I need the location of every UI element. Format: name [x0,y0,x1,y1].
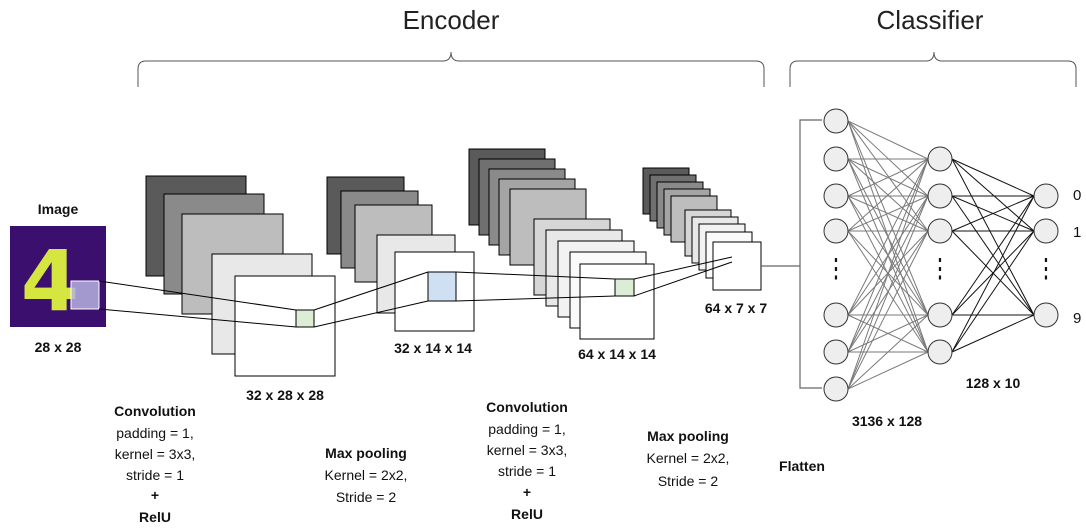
pool2-line-1: Kernel = 2x2, [647,450,730,466]
fc-edge-hidden [847,158,929,232]
fc-node-layer-3 [1033,302,1059,328]
fc-node-layer-1 [823,146,849,172]
fc-nodes [823,108,1059,402]
fc-layer-label-1: 3136 x 128 [852,413,922,429]
fc-edge-output [951,195,1035,316]
receptive-field-lines [98,256,733,328]
pool1-description: Max pooling Kernel = 2x2, Stride = 2 [325,445,408,505]
feature-stack-2 [326,176,475,332]
fc-edge-hidden [847,314,929,353]
classifier-title: Classifier [877,5,984,35]
feature-stack-3 [468,148,655,340]
conv1-line-1: padding = 1, [116,425,193,441]
fc-edge-output [951,230,1035,353]
fc-edge-hidden [847,314,929,390]
fc-edge-hidden [847,158,929,390]
conv2-description: Convolution padding = 1, kernel = 3x3, s… [486,399,568,522]
input-image: 4 [10,226,106,330]
ellipsis-layer-2: ⋮ [932,254,948,283]
fc-edge-hidden [847,158,929,316]
fc-edge-hidden [847,195,929,390]
conv2-plus: + [523,484,531,500]
fc-edge-hidden [847,120,929,232]
fc-edge-hidden [847,120,929,160]
fc-edge-hidden [847,230,929,390]
image-size-label: 28 x 28 [35,339,82,355]
feature-map-label-3: 64 x 14 x 14 [578,346,656,362]
conv1-line-2: kernel = 3x3, [115,446,196,462]
fc-edge-hidden [847,351,929,390]
feature-stack-4 [642,167,762,291]
pool1-output-cell [427,271,457,302]
fc-node-layer-2 [927,183,953,209]
conv1-output-cell [295,309,315,328]
pool1-line-2: Stride = 2 [336,489,397,505]
fc-node-layer-2 [927,146,953,172]
conv2-activation: RelU [511,506,543,522]
ellipsis-layer-3: ⋮ [1038,254,1054,283]
output-label-0: 0 [1073,187,1081,204]
fc-edges [847,120,1035,390]
input-digit: 4 [21,232,79,330]
fc-edge-output [951,314,1035,353]
conv2-title: Convolution [486,399,568,415]
flatten-bracket [761,119,822,389]
fc-node-layer-1 [823,376,849,402]
classifier-brace [789,51,1077,87]
conv1-description: Convolution padding = 1, kernel = 3x3, s… [114,403,196,525]
fc-node-layer-1 [823,108,849,134]
fc-edge-output [951,158,1035,197]
fc-node-layer-1 [823,218,849,244]
fc-node-layer-3 [1033,183,1059,209]
output-label-1: 1 [1073,224,1081,241]
flatten-label: Flatten [779,458,825,474]
conv2-line-2: kernel = 3x3, [487,442,568,458]
conv2-line-1: padding = 1, [488,421,565,437]
conv1-line-3: stride = 1 [126,467,184,483]
fc-node-layer-2 [927,218,953,244]
fc-node-layer-2 [927,339,953,365]
fc-node-layer-1 [823,183,849,209]
conv2-line-3: stride = 1 [498,463,556,479]
feature-stack-1 [145,175,336,377]
fc-edge-hidden [847,195,929,232]
image-title: Image [38,201,79,217]
fc-edge-hidden [847,120,929,316]
pool2-line-2: Stride = 2 [658,473,719,489]
pool1-line-1: Kernel = 2x2, [325,467,408,483]
conv2-output-cell [614,278,635,297]
fc-edge-output [951,158,1035,232]
fc-edge-output [951,158,1035,316]
fc-layer-label-2: 128 x 10 [966,375,1021,391]
feature-map-label-1: 32 x 28 x 28 [246,387,324,403]
feature-map-label-2: 32 x 14 x 14 [394,340,472,356]
ellipsis-layer-1: ⋮ [828,254,844,283]
conv1-activation: RelU [139,509,171,525]
encoder-title: Encoder [403,5,500,35]
pool2-title: Max pooling [647,428,729,444]
fc-edge-output [951,195,1035,232]
fc-edge-hidden [847,158,929,197]
fc-node-layer-3 [1033,218,1059,244]
encoder-brace [137,51,765,87]
fc-edge-hidden [847,158,929,353]
pool1-title: Max pooling [325,445,407,461]
pool2-description: Max pooling Kernel = 2x2, Stride = 2 [647,428,730,489]
feature-map-label-4: 64 x 7 x 7 [705,300,767,316]
conv1-plus: + [151,487,159,503]
fc-node-layer-2 [927,302,953,328]
fc-node-layer-1 [823,339,849,365]
output-label-9: 9 [1073,310,1081,327]
fc-edge-output [951,195,1035,353]
conv1-title: Convolution [114,403,196,419]
fc-node-layer-1 [823,302,849,328]
input-kernel-window [70,280,100,310]
